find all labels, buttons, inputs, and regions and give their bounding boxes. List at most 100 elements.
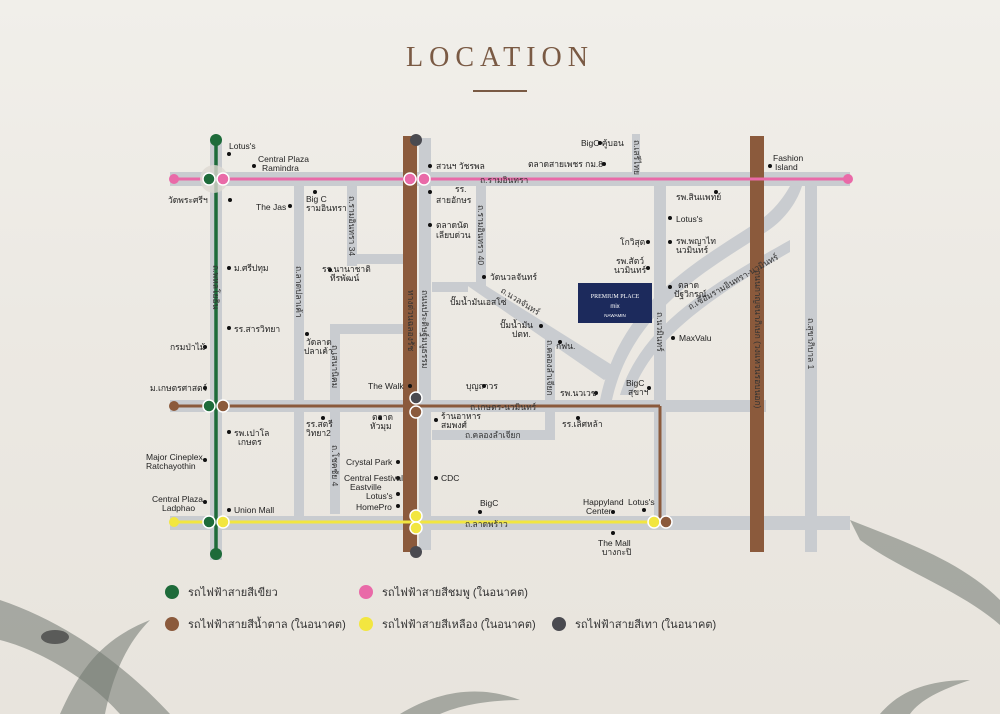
place-lotus-bangkapi: Lotus's	[628, 497, 655, 507]
place-fashion-2: Island	[775, 162, 798, 172]
road-label-seri-thai: ถ.เสรีไทย	[632, 140, 642, 175]
road-label-expressway: ทางด่วนฉลองรัช	[406, 290, 416, 351]
place-ss-nakhon-2: ทีรพัฒน์	[330, 273, 359, 283]
project-name-line3: NAWAMIN	[604, 313, 625, 318]
place-dots	[203, 141, 772, 535]
place-rp-sinpat: รพ.สินแพทย์	[676, 192, 721, 202]
place-bunthavorn: บุญถาวร	[466, 381, 498, 392]
place-major-2: Ratchayothin	[146, 461, 196, 471]
place-rp-paolo-2: เกษตร	[238, 437, 262, 447]
place-talad-2: เลียบด่วน	[436, 230, 471, 240]
place-lotus-east: Lotus's	[366, 491, 393, 501]
road-label-pradit: ถนนประดิษฐ์มนูธรรม	[419, 290, 430, 368]
place-rp-satr-2: นวมินทร์	[614, 265, 647, 275]
place-festival-1: Central Festival	[344, 473, 403, 483]
road-label-outer-ring: ถนนกาญจนาภิเษก (วงแหวนรอบนอก)	[753, 270, 763, 409]
palm-leaf-decoration	[0, 520, 1000, 714]
place-homepro: HomePro	[356, 502, 392, 512]
legend-label-pink: รถไฟฟ้าสายสีชมพู (ในอนาคต)	[382, 586, 528, 599]
project-name-line1: PREMIUM PLACE	[591, 294, 640, 300]
place-ss-setlah: รร.เลิศหล้า	[562, 419, 603, 429]
legend-label-gray: รถไฟฟ้าสายสีเทา (ในอนาคต)	[575, 618, 716, 631]
place-ss-saiaksorn-2: สายอักษร	[436, 195, 472, 205]
stations	[169, 134, 853, 560]
road-label-ramintra34: ถ.รามอินทรา 34	[347, 196, 357, 256]
road-label-kaset-nawamin: ถ.เกษตร-นวมินทร์	[470, 402, 537, 412]
place-talad-pho-2: ปัฐวิกรณ์	[674, 289, 707, 300]
place-ss-setri-1: รร.สตรี	[306, 419, 333, 429]
place-cdc: CDC	[441, 473, 459, 483]
project-marker: PREMIUM PLACE mix NAWAMIN	[578, 283, 652, 323]
place-festival-2: Eastville	[350, 482, 382, 492]
place-lotus-nawamin: Lotus's	[676, 214, 703, 224]
outer-ring-band	[750, 136, 764, 552]
place-central-ramindra-1: Central Plaza	[258, 154, 309, 164]
place-the-mall-1: The Mall	[598, 538, 631, 548]
place-wat-nuanchan: วัดนวลจันทร์	[490, 272, 537, 282]
place-union-mall: Union Mall	[234, 505, 274, 515]
place-the-mall-2: บางกะปิ	[602, 547, 631, 557]
road-label-chokchai4: ถ.โชคชัย 4	[330, 445, 340, 487]
expressway-band	[403, 136, 417, 552]
legend-item-green: รถไฟฟ้าสายสีเขียว	[165, 585, 278, 599]
legend-item-brown: รถไฟฟ้าสายสีน้ำตาล (ในอนาคต)	[165, 616, 346, 631]
road-label-lat-pla-khao: ถ.ลาดปลาเค้า	[294, 266, 304, 318]
place-ptt-2-1: ปั๊มน้ำมัน	[500, 318, 533, 330]
place-talad-saiphet: ตลาดสายเพชร กม.8	[528, 159, 603, 169]
place-kfn: กฟน.	[556, 341, 575, 351]
road-label-khlong-lam: ถ.คลองลำเจียก	[545, 340, 555, 396]
place-central-ladphrao-1: Central Plaza	[152, 494, 203, 504]
legend-label-brown: รถไฟฟ้าสายสีน้ำตาล (ในอนาคต)	[188, 616, 346, 631]
legend: รถไฟฟ้าสายสีเขียว รถไฟฟ้าสายสีชมพู (ในอน…	[165, 585, 716, 631]
road-label-sukhaphiban: ถ.สุขาภิบาล 1	[805, 318, 816, 370]
place-bigc-ladphrao: BigC	[480, 498, 498, 508]
place-bigc-ram-2: รามอินทรา	[306, 203, 347, 213]
place-bigc-sukha-1: BigC	[626, 378, 644, 388]
place-the-jas: The Jas	[256, 202, 286, 212]
place-rp-paolo-1: รพ.เปาโล	[234, 428, 269, 438]
place-ss-nakhon-1: รร.นานาชาติ	[322, 264, 371, 274]
place-talad-pho-1: ตลาด	[678, 280, 699, 290]
place-rp-satr-1: รพ.สัตว์	[616, 256, 644, 266]
page-title: LOCATION	[406, 42, 594, 73]
place-ma-kaset: ม.เกษตรศาสตร์	[150, 383, 208, 393]
place-wat-phra-sri: วัดพระศรีฯ	[168, 195, 208, 205]
place-happyland-1: Happyland	[583, 497, 624, 507]
place-maxvalu: MaxValu	[679, 333, 712, 343]
place-talad-1: ตลาดนัด	[436, 220, 468, 230]
legend-label-green: รถไฟฟ้าสายสีเขียว	[188, 586, 278, 599]
place-ptt-1: ปั๊มน้ำมันเอสโซ่	[450, 295, 507, 307]
road-label-sena-nikhom: ถ.เสนานิคม	[330, 345, 340, 388]
place-happyland-2: Center	[586, 506, 612, 516]
place-fashion-1: Fashion	[773, 153, 804, 163]
legend-label-yellow: รถไฟฟ้าสายสีเหลือง (ในอนาคต)	[382, 618, 536, 631]
project-name-line2: mix	[610, 304, 619, 310]
road-label-khlong-lam-chiak: ถ.คลองลำเจียก	[465, 430, 521, 440]
place-kowitsut: โกวิสุต	[620, 237, 645, 248]
place-ss-setri-2: วิทยา2	[306, 428, 331, 438]
place-restaurant-1: ร้านอาหาร	[441, 411, 481, 421]
place-bigc-ram-1: Big C	[306, 194, 327, 204]
place-ptt-2-2: ปตท.	[512, 329, 531, 339]
road-network	[170, 134, 850, 560]
place-central-ladphrao-2: Ladphao	[162, 503, 195, 513]
place-rp-pyathai-1: รพ.พญาไท	[676, 236, 716, 246]
place-restaurant-2: สมพงศ์	[441, 420, 468, 430]
place-ss-sarawit: รร.สารวิทยา	[234, 324, 280, 334]
road-label-lat-phrao: ถ.ลาดพร้าว	[465, 519, 508, 529]
title-divider	[473, 90, 527, 92]
place-ms-sri: ม.ศรีปทุม	[234, 263, 269, 274]
place-central-ramindra-2: Ramindra	[262, 163, 299, 173]
legend-item-pink: รถไฟฟ้าสายสีชมพู (ในอนาคต)	[359, 585, 528, 599]
road-label-phahonyothin: ถ.พหลโยธิน	[211, 265, 221, 310]
road-label-nawamin: ถ.นวมินทร์	[655, 312, 665, 352]
legend-item-yellow: รถไฟฟ้าสายสีเหลือง (ในอนาคต)	[359, 617, 536, 631]
place-major-1: Major Cineplex	[146, 452, 203, 462]
road-label-ramintra40: ถ.รามอินทรา 40	[476, 205, 486, 265]
place-bigc-kubon: BigC คู้บอน	[581, 138, 624, 149]
place-the-walk: The Walk	[368, 381, 404, 391]
place-bigc-sukha-2: สุขาฯ	[628, 387, 649, 398]
place-rp-pyathai-2: นวมินทร์	[676, 245, 709, 255]
place-talad-huamum-2: หัวมุม	[370, 421, 392, 432]
